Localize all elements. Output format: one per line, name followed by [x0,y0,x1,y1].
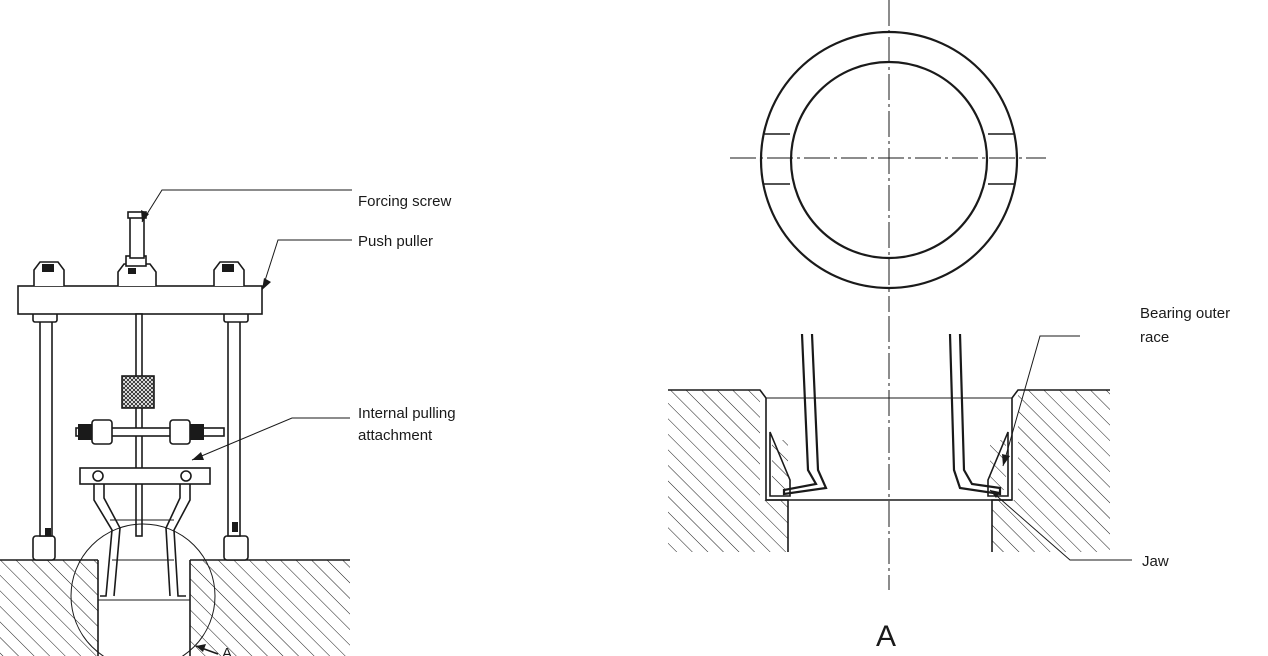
knurled-collar [121,375,155,409]
leader-forcing-screw [141,189,352,223]
label-internal-pulling-line1: Internal pulling [358,405,456,422]
leader-push-puller [261,239,352,291]
leader-jaw [989,489,1132,561]
left-leg [32,311,58,561]
label-jaw: Jaw [1142,553,1169,570]
detail-arrowhead [196,644,206,652]
label-forcing-screw: Forcing screw [358,193,452,210]
leader-bearing-outer-race [1002,335,1080,467]
crossbeam-nuts [33,255,245,286]
push-puller-assembly: A Forcing screw Push puller Internal pul… [0,189,456,656]
label-bearing-outer-race-line2: race [1140,329,1169,346]
ground-section [0,559,350,656]
section-detail-a: Bearing outer race Jaw A [668,305,1230,653]
detail-view-label: A [876,620,896,653]
leader-internal-attachment [191,417,350,461]
label-push-puller: Push puller [358,233,433,250]
push-puller-crossbeam [17,285,263,315]
right-leg [223,311,249,561]
forcing-screw [127,211,147,537]
ring-plan-view [730,0,1046,312]
label-internal-pulling-line2: attachment [358,427,433,444]
detail-circle [70,523,216,656]
label-bearing-outer-race-line1: Bearing outer [1140,305,1230,322]
detail-ref-label: A [222,645,232,656]
internal-pulling-attachment [75,419,225,597]
